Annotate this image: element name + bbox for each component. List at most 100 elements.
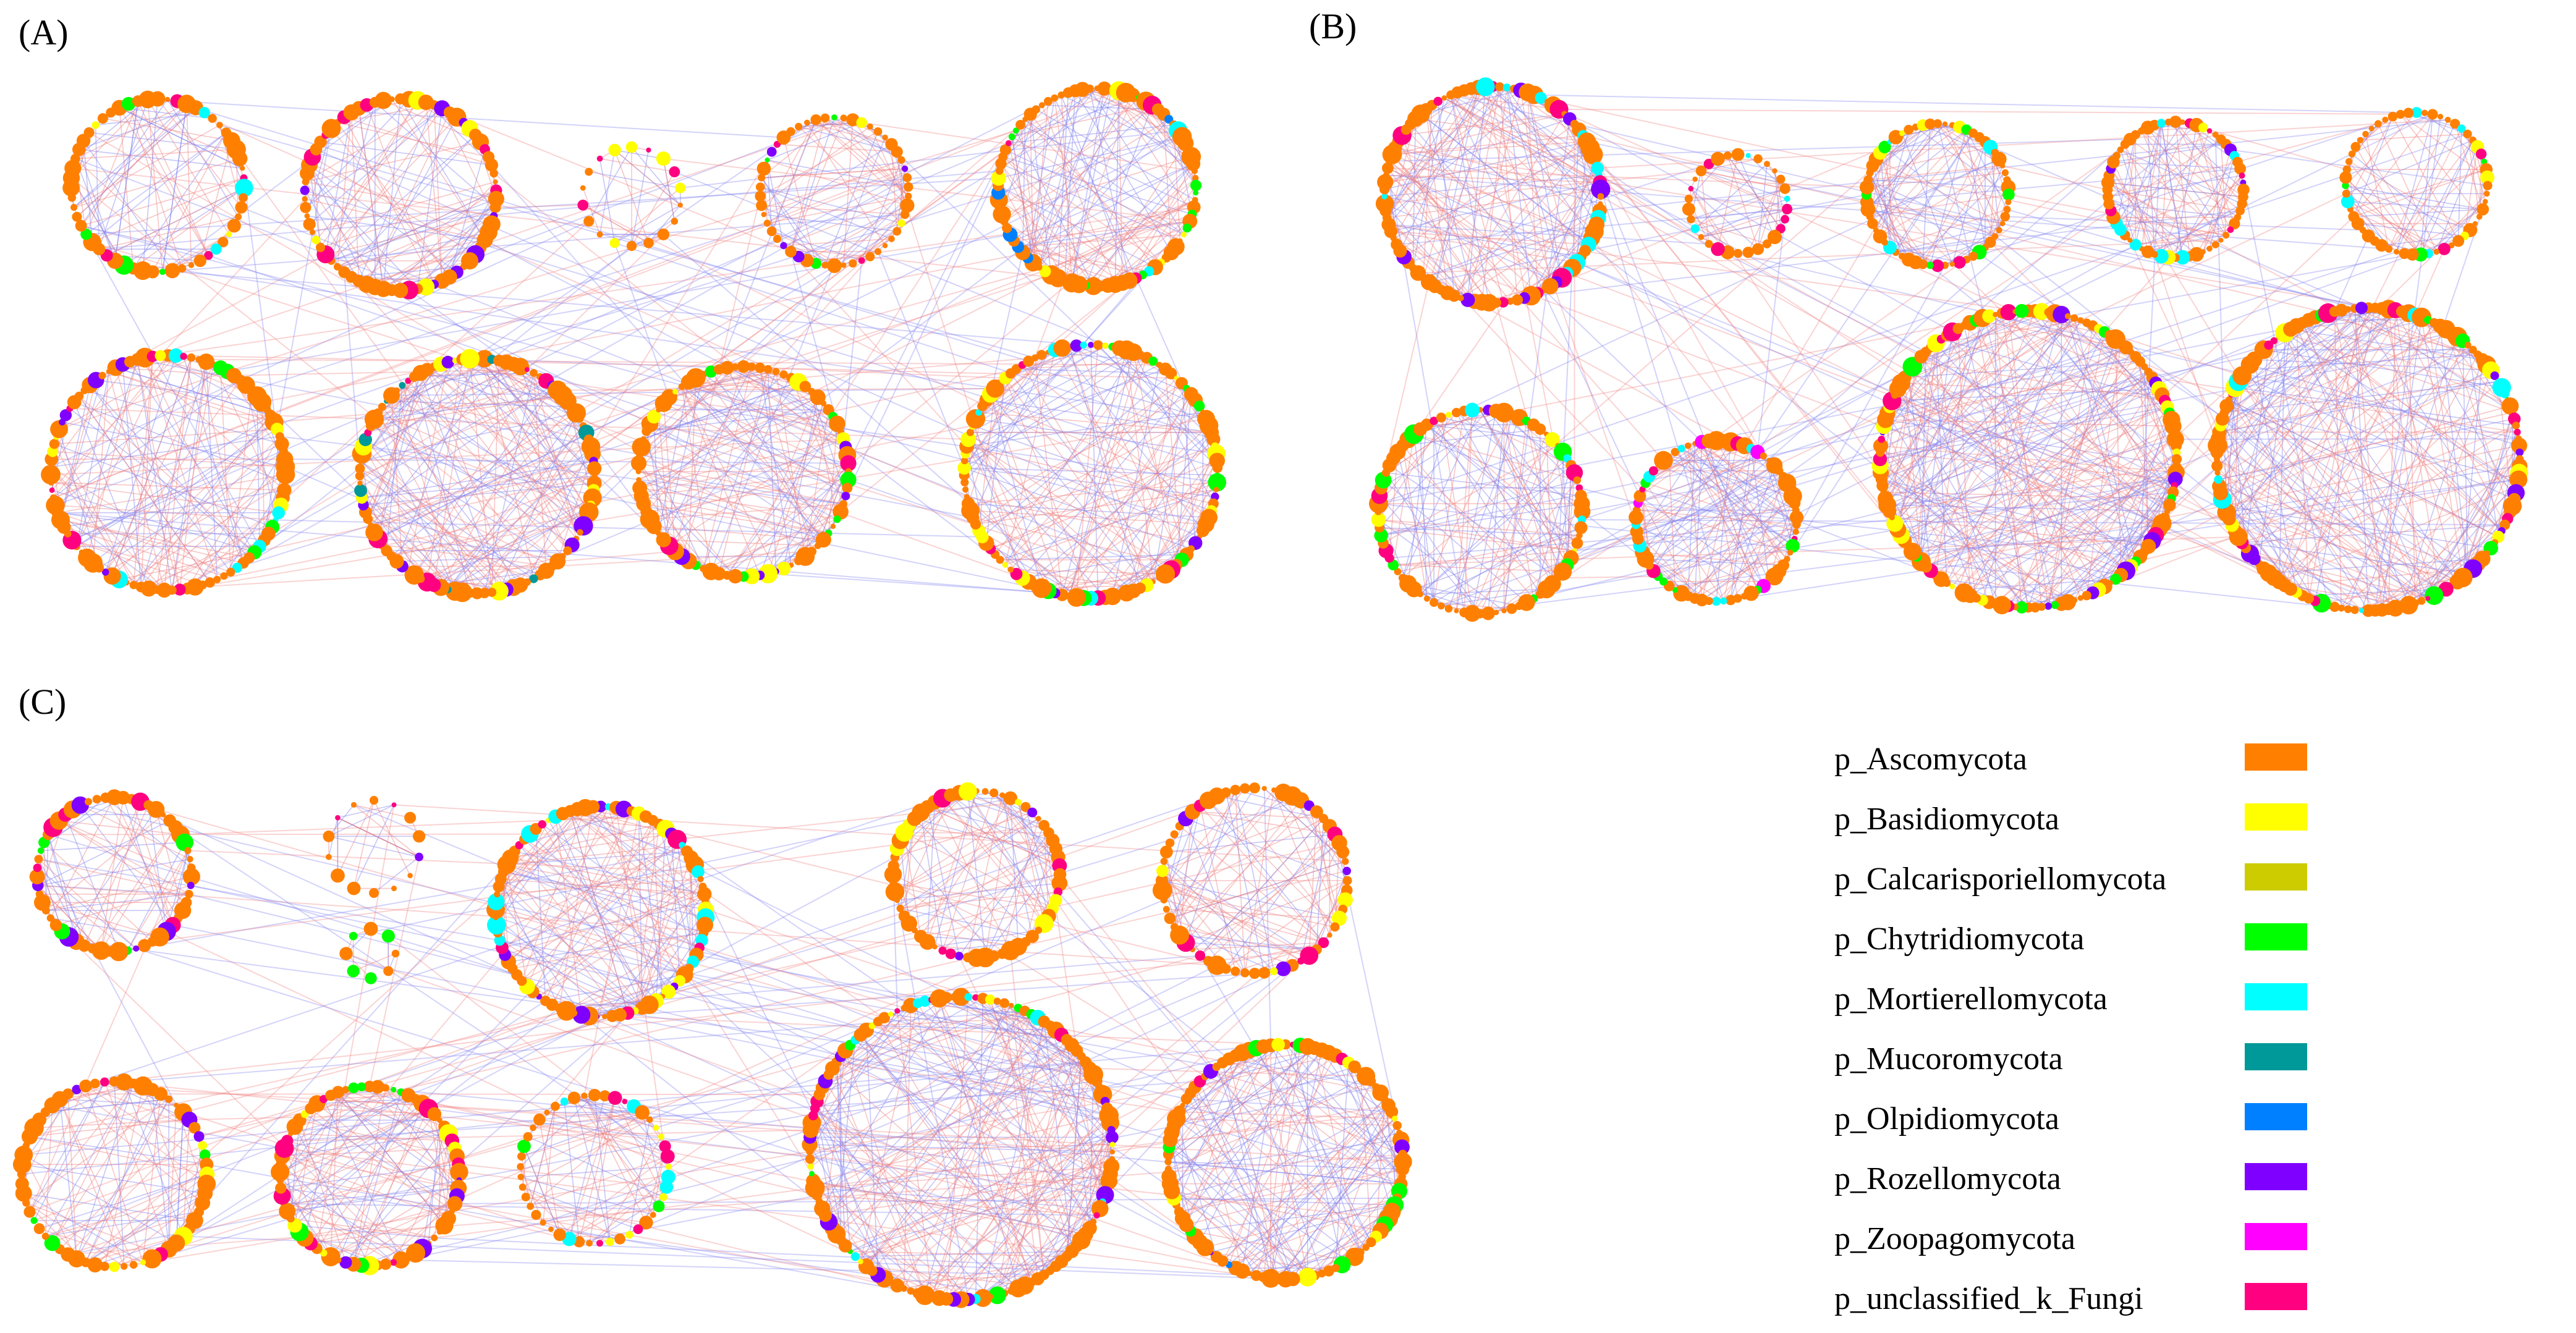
network-edge: [1690, 188, 1786, 220]
network-edge: [2226, 465, 2520, 513]
network-edge: [1894, 406, 2168, 524]
network-edge: [2067, 253, 2413, 317]
network-edge: [557, 454, 593, 562]
network-node-ascomycota: [1438, 602, 1445, 610]
network-edge: [41, 842, 185, 852]
network-edge: [1384, 174, 1599, 197]
network-edge: [1444, 97, 2232, 526]
network-edge: [972, 425, 1212, 512]
network-edge: [36, 867, 137, 949]
network-edge: [2092, 419, 2172, 593]
network-edge: [1937, 123, 2003, 166]
network-node-ascomycota: [827, 258, 842, 273]
network-edge: [1434, 86, 1493, 287]
network-node-ascomycota: [41, 465, 61, 485]
network-edge: [2139, 123, 2163, 557]
network-edge: [1884, 146, 1897, 253]
network-edge: [2001, 370, 2491, 606]
network-edge: [1876, 229, 1973, 257]
network-edge: [766, 143, 892, 224]
network-edge: [1125, 394, 1192, 593]
network-edge: [1675, 558, 1787, 591]
network-edge: [1885, 315, 2322, 499]
network-node-ascomycota: [1007, 566, 1014, 573]
network-edge: [1930, 264, 2355, 611]
network-edge: [353, 805, 395, 889]
network-edge: [114, 101, 139, 261]
network-edge: [1690, 188, 1729, 253]
network-edge: [344, 116, 492, 166]
network-node-basidiomycota: [991, 170, 1006, 186]
network-node-ascomycota: [1481, 606, 1495, 620]
network-edge: [815, 1166, 1112, 1189]
network-edge: [1392, 434, 1415, 565]
network-node-unclassified: [669, 166, 680, 177]
network-edge: [790, 117, 844, 252]
network-edge: [377, 412, 478, 594]
network-edge: [137, 359, 180, 590]
network-edge: [968, 439, 1172, 570]
network-edge: [1199, 955, 1372, 1243]
network-edge: [1030, 114, 1034, 263]
network-edge: [1185, 790, 1236, 943]
network-node-ascomycota: [164, 96, 171, 102]
network-edge: [904, 832, 922, 937]
network-edge: [160, 206, 1194, 357]
network-node-ascomycota: [2348, 211, 2360, 222]
network-edge: [1570, 244, 2136, 559]
network-edge: [344, 207, 496, 273]
network-edge: [287, 1140, 459, 1189]
network-node-ascomycota: [1899, 253, 1905, 260]
network-edge: [1892, 388, 2159, 402]
network-edge: [1228, 1118, 1396, 1266]
network-node-basidiomycota: [1002, 562, 1009, 568]
network-edge: [1005, 149, 1184, 235]
network-edge: [1431, 104, 1601, 183]
network-edge: [1944, 124, 1996, 237]
network-edge: [1167, 1161, 1401, 1185]
network-edge: [1638, 502, 1790, 553]
network-node-ascomycota: [1925, 118, 1936, 130]
network-edge: [420, 406, 573, 580]
network-edge: [119, 107, 240, 159]
network-edge: [1244, 790, 1274, 973]
network-edge: [1386, 174, 2389, 250]
network-edge: [2224, 445, 2520, 507]
network-edge: [1885, 406, 2167, 499]
network-edge: [496, 808, 578, 926]
network-node-mortierellomycota: [1591, 161, 1604, 175]
network-edge: [477, 358, 569, 551]
network-edge: [590, 159, 768, 447]
network-edge: [965, 352, 1134, 454]
network-edge: [290, 1217, 434, 1238]
network-edge: [524, 839, 700, 949]
network-edge: [2238, 381, 2441, 593]
network-edge: [140, 415, 271, 588]
network-edge: [53, 367, 221, 499]
network-edge: [2355, 146, 2421, 255]
network-edge: [1069, 352, 1134, 597]
network-edge: [1533, 438, 2176, 599]
network-node-unclassified: [1430, 417, 1438, 425]
network-edge: [1879, 165, 2003, 237]
network-edge: [304, 198, 485, 241]
network-edge: [1341, 1059, 1404, 1170]
network-edge: [934, 929, 1039, 947]
network-edge: [2175, 121, 2243, 205]
network-edge: [132, 132, 227, 269]
network-edge: [1194, 1086, 1308, 1278]
network-edge: [890, 1014, 1180, 1113]
network-node-ascomycota: [1093, 340, 1103, 350]
network-node-ascomycota: [1507, 297, 1514, 305]
network-edge: [1402, 414, 1449, 578]
network-edge: [832, 1227, 918, 1294]
network-edge: [415, 1098, 1243, 1272]
network-edge: [663, 403, 676, 552]
network-node-basidiomycota: [776, 561, 791, 576]
network-edge: [1639, 440, 1717, 497]
network-edge: [1167, 1161, 1403, 1170]
network-node-ascomycota: [1043, 96, 1053, 106]
network-edge: [1002, 156, 1130, 281]
network-edge: [643, 374, 784, 505]
network-edge: [2113, 161, 2240, 169]
